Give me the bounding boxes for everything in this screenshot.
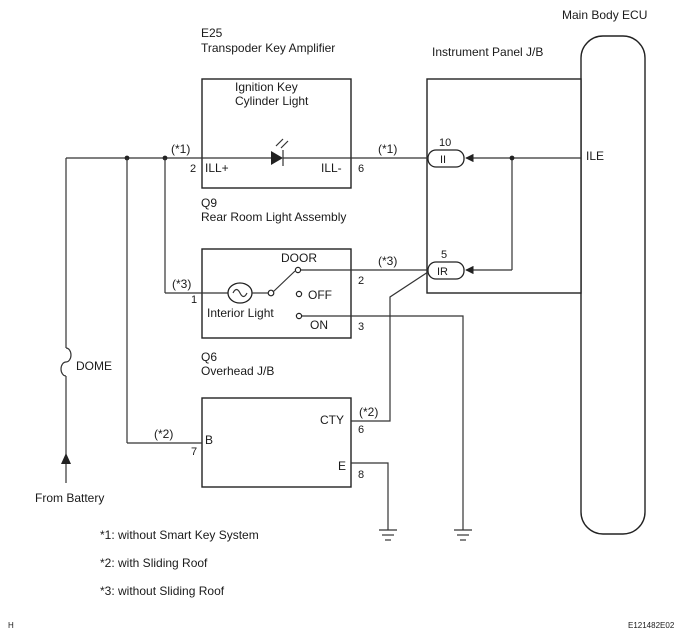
switch-on-label: ON <box>310 318 328 332</box>
footer-right: E121482E02 <box>628 621 675 630</box>
amplifier-box <box>201 78 352 189</box>
battery-label: From Battery <box>35 491 104 505</box>
ecu-title: Main Body ECU <box>562 8 647 22</box>
amplifier-pin-out-number: 6 <box>358 163 364 175</box>
rear-light-pin-door: 2 <box>358 275 364 287</box>
fuse-icon <box>60 347 72 377</box>
amplifier-pin-in-number: 2 <box>190 163 196 175</box>
overhead-pin-e-label: E <box>338 459 346 473</box>
overhead-pin-e-number: 8 <box>358 469 364 481</box>
wire-tag-3-left: (*3) <box>172 277 191 291</box>
wire-tag-1-left: (*1) <box>171 142 190 156</box>
footer-left: H <box>8 621 14 630</box>
amplifier-code: E25 <box>201 26 223 40</box>
amplifier-name: Transpoder Key Amplifier <box>201 41 335 55</box>
note-3: *3: without Sliding Roof <box>100 584 225 598</box>
wire-tag-3-right: (*3) <box>378 254 397 268</box>
ip-pin-5: 5 <box>441 249 447 261</box>
overhead-pin-cty-number: 6 <box>358 424 364 436</box>
ecu-box <box>580 35 646 535</box>
rear-light-name: Rear Room Light Assembly <box>201 210 346 224</box>
rear-light-pin-left: 1 <box>191 294 197 306</box>
amplifier-pin-out-label: ILL- <box>321 161 342 175</box>
switch-door-contact <box>294 266 302 274</box>
amplifier-inner-label-2: Cylinder Light <box>235 94 309 108</box>
ip-junction-dot <box>509 155 515 161</box>
fuse-label: DOME <box>76 359 112 373</box>
ground-icon <box>379 529 397 541</box>
wire-tag-2-left: (*2) <box>154 427 173 441</box>
instrument-panel-title: Instrument Panel J/B <box>432 45 543 59</box>
overhead-pin-b-label: B <box>205 433 213 447</box>
amplifier-inner-label-1: Ignition Key <box>235 80 298 94</box>
switch-door-label: DOOR <box>281 251 317 265</box>
note-2: *2: with Sliding Roof <box>100 556 208 570</box>
switch-on-contact <box>295 312 303 320</box>
interior-light-label: Interior Light <box>207 306 274 320</box>
switch-off-label: OFF <box>308 288 332 302</box>
overhead-pin-cty-label: CTY <box>320 413 344 427</box>
amplifier-pin-in-label: ILL+ <box>205 161 229 175</box>
wire-tag-2-right: (*2) <box>359 405 378 419</box>
instrument-panel-box <box>426 78 582 294</box>
overhead-name: Overhead J/B <box>201 364 274 378</box>
ip-pin-10: 10 <box>439 137 451 149</box>
rear-light-code: Q9 <box>201 196 217 210</box>
overhead-pin-b-number: 7 <box>191 446 197 458</box>
ecu-pin-signal: ILE <box>586 149 604 163</box>
overhead-code: Q6 <box>201 350 217 364</box>
ip-connector-ir-label: IR <box>437 266 448 278</box>
note-1: *1: without Smart Key System <box>100 528 259 542</box>
ip-connector-ii-label: II <box>440 154 446 166</box>
wire-tag-1-right: (*1) <box>378 142 397 156</box>
overhead-box <box>201 397 352 488</box>
switch-off-contact <box>295 290 303 298</box>
battery-arrow-icon <box>61 453 71 464</box>
ground-icon <box>454 529 472 541</box>
led-icon <box>271 151 283 165</box>
switch-pivot <box>267 289 275 297</box>
rear-light-pin-on: 3 <box>358 321 364 333</box>
